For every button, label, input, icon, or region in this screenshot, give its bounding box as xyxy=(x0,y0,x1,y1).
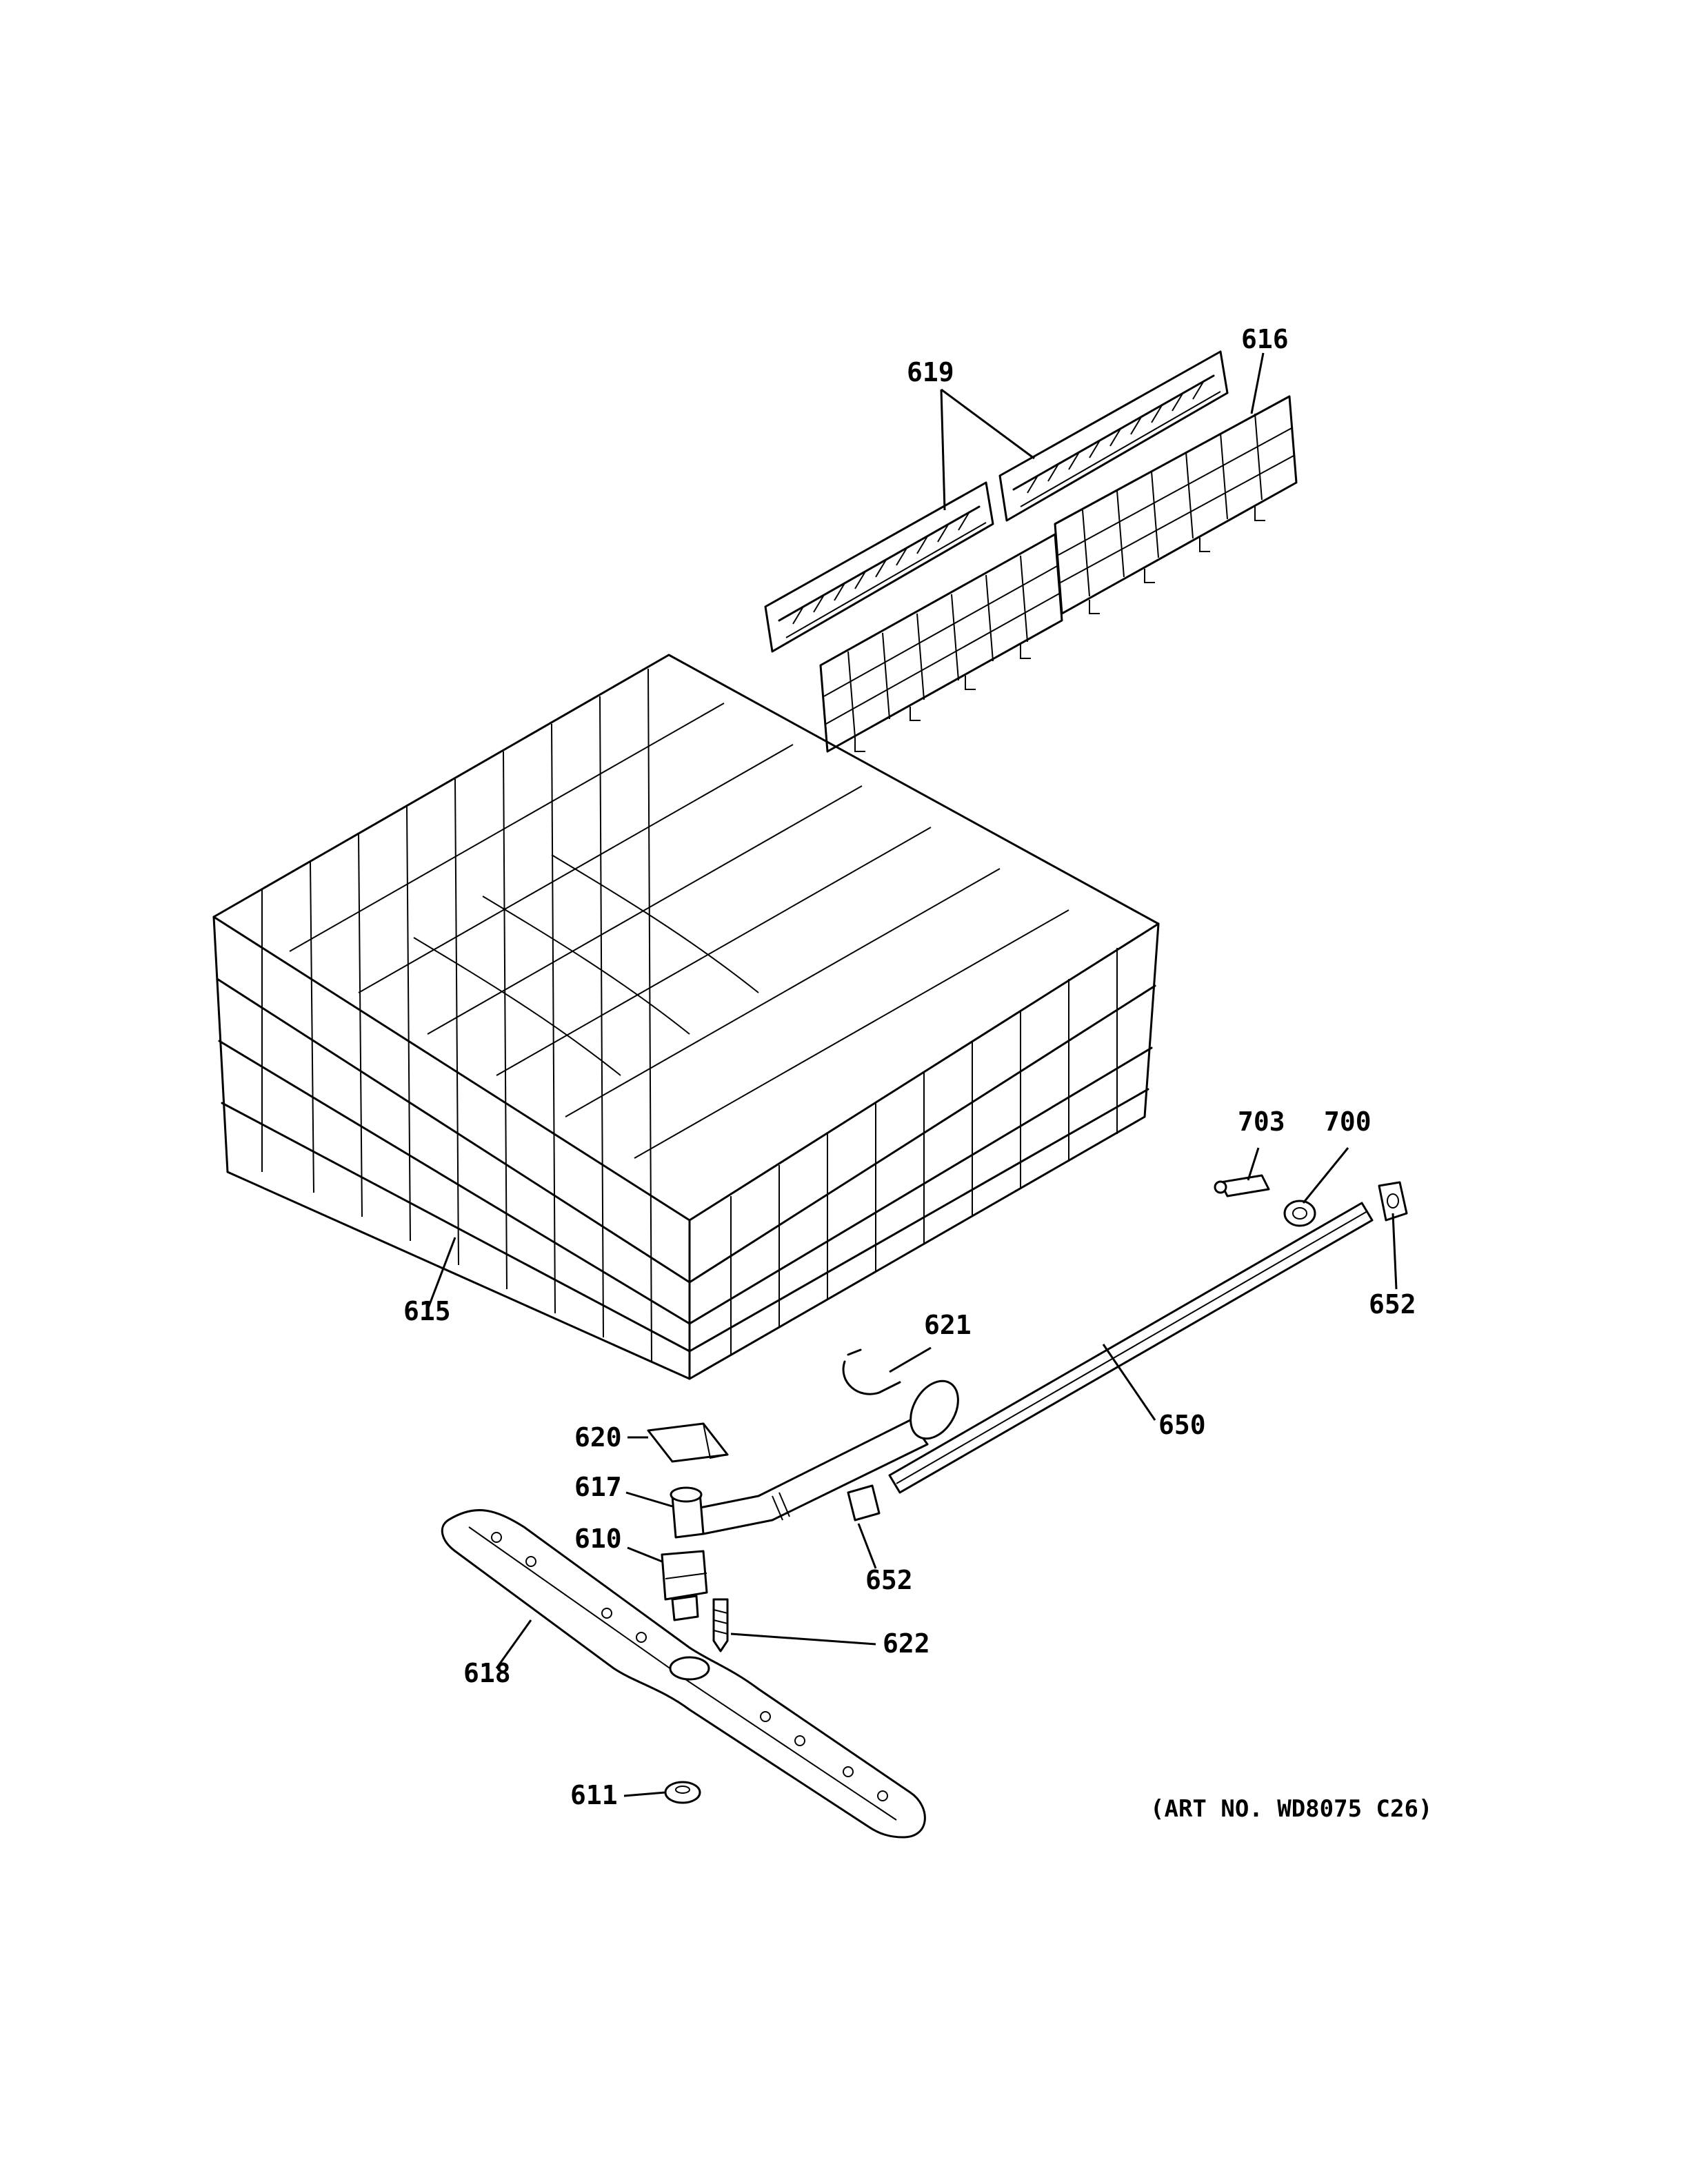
part-620 xyxy=(647,1422,729,1463)
callout-610: 610 xyxy=(574,1524,622,1554)
screw-622 xyxy=(712,1598,729,1652)
callout-615: 615 xyxy=(403,1296,451,1326)
callout-652-lower: 652 xyxy=(865,1565,913,1595)
bearing-700 xyxy=(1283,1200,1316,1227)
cap-611 xyxy=(664,1781,701,1804)
tine-row-619-right xyxy=(998,350,1229,522)
callout-611: 611 xyxy=(570,1780,618,1810)
callout-616: 616 xyxy=(1241,324,1289,354)
callout-622: 622 xyxy=(883,1628,930,1659)
callout-618: 618 xyxy=(463,1658,511,1688)
coupling-617 xyxy=(670,1486,705,1539)
art-number: (ART NO. WD8075 C26) xyxy=(1150,1795,1432,1823)
end-cap-652-left xyxy=(847,1484,881,1521)
callout-703: 703 xyxy=(1238,1106,1285,1137)
rack-rail-616-left xyxy=(819,533,1063,753)
clip-621 xyxy=(842,1348,901,1395)
conduit-tube-650 xyxy=(888,1202,1374,1494)
leader-lines xyxy=(426,352,1398,1797)
callout-652-upper: 652 xyxy=(1369,1289,1416,1320)
hub-610 xyxy=(661,1550,708,1621)
clip-703 xyxy=(1214,1174,1270,1197)
callout-700: 700 xyxy=(1324,1106,1372,1137)
rack-rail-616-right xyxy=(1054,395,1298,615)
callout-labels: 616 619 615 703 700 652 621 650 620 617 … xyxy=(403,324,1432,1823)
end-cap-652-right xyxy=(1378,1181,1408,1222)
callout-650: 650 xyxy=(1158,1410,1206,1440)
tine-row-619-left xyxy=(764,481,994,653)
callout-617: 617 xyxy=(574,1472,622,1502)
callout-619: 619 xyxy=(907,357,954,387)
upper-rack-basket-615 xyxy=(212,654,1160,1380)
spray-arm-618 xyxy=(441,1509,926,1839)
callout-620: 620 xyxy=(574,1422,622,1453)
callout-621: 621 xyxy=(924,1310,972,1340)
